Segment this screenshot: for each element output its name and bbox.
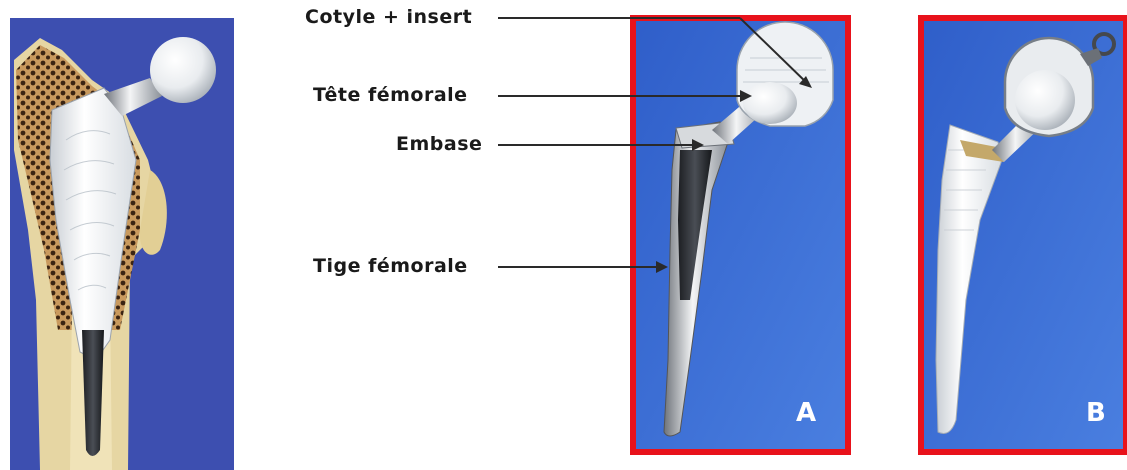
label-cotyle-insert: Cotyle + insert	[305, 6, 472, 28]
panel-b-letter: B	[1086, 398, 1106, 428]
label-embase: Embase	[396, 133, 482, 155]
label-tete-femorale: Tête fémorale	[313, 84, 468, 106]
panel-b-photo: B	[921, 18, 1126, 452]
panel-a-femoral-head	[743, 82, 797, 124]
label-tige-femorale: Tige fémorale	[313, 255, 468, 277]
implanted-prosthesis-illustration	[10, 18, 234, 470]
illustration-femoral-head	[150, 37, 216, 103]
panel-b-femoral-head	[1015, 70, 1075, 130]
panel-a-letter: A	[796, 398, 816, 428]
panel-a-photo: A	[633, 18, 848, 452]
